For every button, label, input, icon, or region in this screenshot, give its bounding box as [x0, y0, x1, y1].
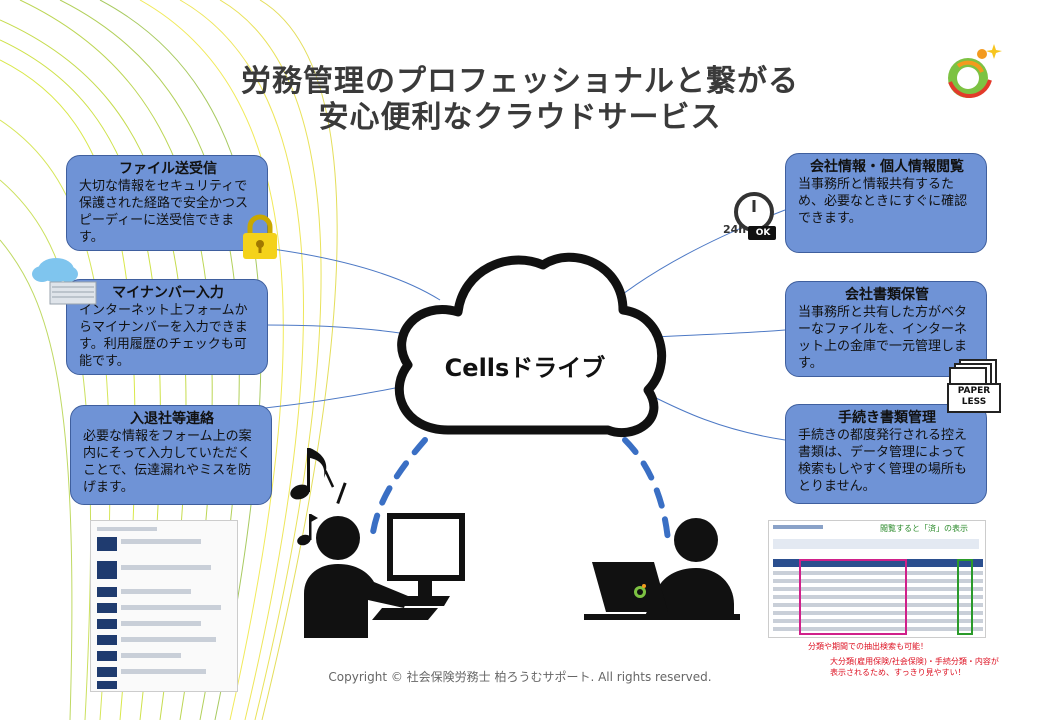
feature-heading: マイナンバー入力 [112, 285, 224, 301]
viewed-caption: 閲覧すると「済」の表示 [880, 524, 968, 533]
feature-info-view: 会社情報・個人情報閲覧 当事務所と情報共有するため、必要なときにすぐに確認できま… [785, 153, 987, 253]
table-document-preview [768, 520, 986, 638]
filter-note: 分類や期間での抽出検索も可能！ [808, 642, 928, 651]
category-note-2: 表示されるため、すっきり見やすい！ [830, 668, 966, 677]
feature-document-storage: 会社書類保管 当事務所と共有した方がベターなファイルを、インターネット上の金庫で… [785, 281, 987, 377]
music-note-icon [290, 448, 347, 546]
feature-file-transfer: ファイル送受信 大切な情報をセキュリティで保護された経路で安全かつスピーディーに… [66, 155, 268, 251]
feature-heading: 会社情報・個人情報閲覧 [810, 159, 964, 175]
brand-logo [948, 44, 1002, 98]
feature-my-number: マイナンバー入力 インターネット上フォームからマイナンバーを入力できます。利用履… [66, 279, 268, 375]
paper-label: PAPER [957, 386, 991, 396]
feature-body: 大切な情報をセキュリティで保護された経路で安全かつスピーディーに送受信できます。 [79, 179, 249, 245]
category-highlight [799, 559, 907, 635]
page-title: 労務管理のプロフェッショナルと繋がる 安心便利なクラウドサービス [0, 64, 1040, 136]
paperless-text: PAPER LESS [948, 386, 1000, 408]
cloud-service-name: Cellsドライブ [444, 354, 606, 382]
copyright: Copyright © 社会保険労務士 柏ろうむサポート. All rights… [328, 670, 712, 684]
feature-body: 手続きの都度発行される控え書類は、データ管理によって検索もしやすく管理の場所もと… [798, 428, 968, 494]
person-desktop-icon [304, 513, 465, 638]
feature-body: 当事務所と共有した方がベターなファイルを、インターネット上の金庫で一元管理します… [798, 305, 968, 371]
clock-24h-icon [734, 192, 776, 240]
title-line-2: 安心便利なクラウドサービス [318, 100, 722, 135]
category-note-1: 大分類(雇用保険/社会保険)・手続分類・内容が [830, 657, 999, 666]
feature-body: 当事務所と情報共有するため、必要なときにすぐに確認できます。 [798, 177, 968, 226]
hours-label: 24h [723, 223, 747, 236]
feature-procedure-documents: 手続き書類管理 手続きの都度発行される控え書類は、データ管理によって検索もしやす… [785, 404, 987, 504]
feature-heading: ファイル送受信 [119, 161, 217, 177]
form-document-preview [90, 520, 238, 692]
less-label: LESS [961, 397, 987, 407]
paperless-icon [947, 359, 1001, 413]
person-laptop-icon [584, 518, 740, 620]
cloud-icon [394, 252, 667, 438]
feature-onboarding: 入退社等連絡 必要な情報をフォーム上の案内にそって入力していただくことで、伝達漏… [70, 405, 272, 505]
feature-heading: 入退社等連絡 [130, 411, 214, 427]
upload-cloud-icon [32, 258, 97, 305]
feature-heading: 手続き書類管理 [838, 410, 936, 426]
lock-icon [243, 214, 277, 259]
viewed-highlight [957, 559, 973, 635]
feature-heading: 会社書類保管 [845, 287, 929, 303]
title-line-1: 労務管理のプロフェッショナルと繋がる [241, 64, 799, 99]
feature-body: 必要な情報をフォーム上の案内にそって入力していただくことで、伝達漏れやミスを防げ… [83, 429, 252, 495]
ok-label: OK [755, 228, 771, 238]
feature-body: インターネット上フォームからマイナンバーを入力できます。利用履歴のチェックも可能… [79, 303, 248, 369]
